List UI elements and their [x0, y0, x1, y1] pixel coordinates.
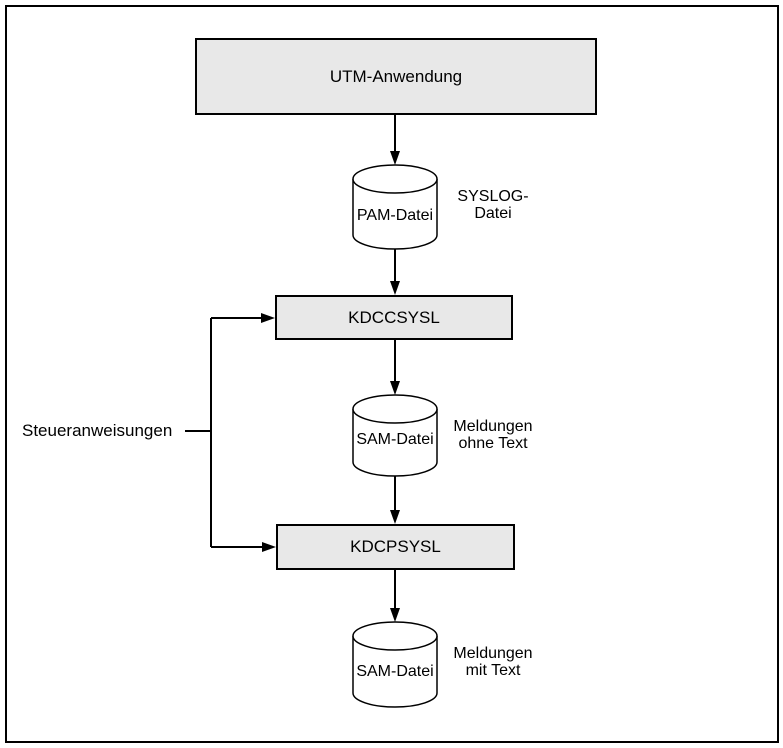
sam-mit-file-cylinder-top-icon	[352, 621, 438, 651]
arrowhead-branch-to-kdccsysl	[261, 313, 275, 323]
node-utm-anwendung-label: UTM-Anwendung	[329, 66, 463, 86]
arrowhead-utm-to-pam	[390, 151, 400, 165]
annotation-ohne-line2: ohne Text	[458, 435, 528, 452]
arrowhead-branch-to-kdcpsysl	[262, 542, 276, 552]
pam-file-cylinder-top-icon	[352, 164, 438, 194]
pam-file-cylinder-icon	[352, 179, 438, 250]
sam-ohne-file-cylinder-top-icon	[352, 394, 438, 424]
node-kdccsysl-label: KDCCSYSL	[348, 307, 440, 327]
annotation-mit-line2: mit Text	[465, 662, 521, 679]
sam-datei-mit-label: SAM-Datei	[356, 663, 434, 680]
sam-ohne-file-cylinder-icon	[352, 409, 438, 477]
sam-datei-ohne-label: SAM-Datei	[356, 431, 434, 448]
arrowhead-kdcpsysl-to-sam	[390, 608, 400, 622]
annotation-syslog-datei: SYSLOG- Datei	[443, 188, 543, 222]
arrowhead-kdccsysl-to-sam	[390, 381, 400, 395]
sam-mit-file-cylinder-icon	[352, 636, 438, 708]
annotation-mit-line1: Meldungen	[453, 645, 533, 662]
annotation-meldungen-ohne-text: Meldungen ohne Text	[443, 418, 543, 452]
annotation-ohne-line1: Meldungen	[453, 418, 533, 435]
node-kdcpsysl: KDCPSYSL	[276, 524, 515, 570]
annotation-meldungen-mit-text: Meldungen mit Text	[443, 645, 543, 679]
arrowhead-pam-to-kdccsysl	[390, 281, 400, 295]
node-kdcpsysl-label: KDCPSYSL	[350, 537, 441, 556]
arrowhead-sam-to-kdcpsysl	[390, 510, 400, 524]
pam-datei-label: PAM-Datei	[356, 207, 434, 224]
annotation-syslog-line2: Datei	[474, 205, 512, 222]
node-kdccsysl: KDCCSYSL	[275, 295, 513, 340]
node-utm-anwendung: UTM-Anwendung	[195, 38, 597, 115]
diagram-border	[5, 5, 779, 743]
steueranweisungen-label: Steueranweisungen	[22, 421, 173, 440]
annotation-syslog-line1: SYSLOG-	[457, 188, 529, 205]
